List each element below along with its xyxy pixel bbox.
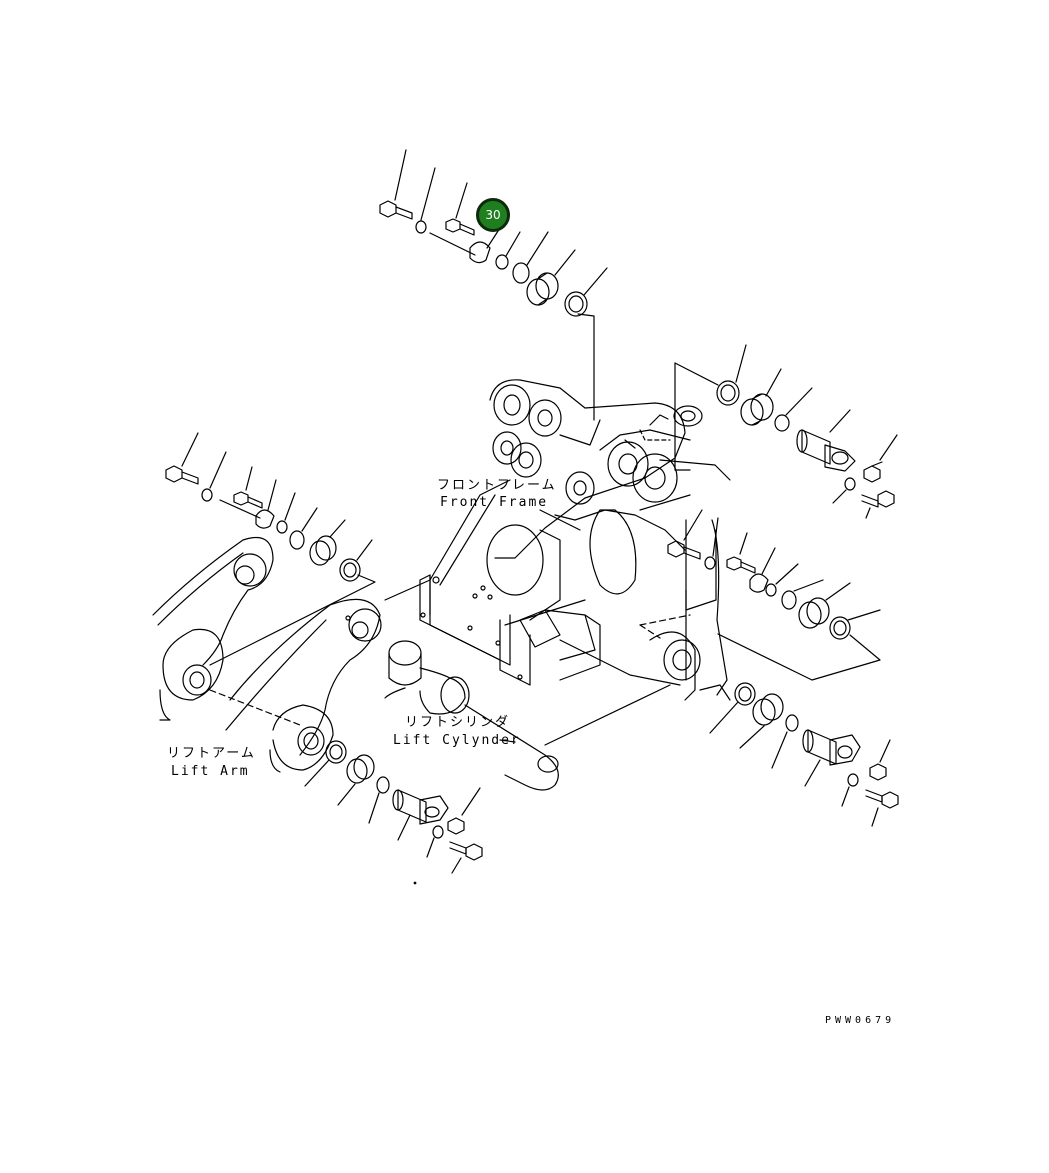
bolt-icon	[449, 841, 483, 861]
o-ring-icon	[276, 520, 288, 534]
bushing-icon	[798, 597, 830, 629]
washer-icon	[847, 773, 859, 787]
bolt-icon	[863, 461, 883, 483]
o-ring-icon	[781, 590, 797, 610]
seal-icon	[325, 740, 347, 764]
o-ring-icon	[765, 583, 777, 597]
left-lower-pin-assembly	[304, 740, 483, 885]
seal-icon	[716, 380, 740, 406]
front-frame-label: Front Frame	[440, 495, 549, 510]
washer-icon	[201, 488, 213, 502]
pin-icon	[392, 789, 449, 825]
upper-pin-assembly	[379, 149, 608, 421]
washer-icon	[415, 220, 427, 234]
lift-cylinder-label: Lift Cylynder	[393, 733, 521, 748]
bushing-icon	[740, 393, 774, 426]
drawing-code: PWW0679	[825, 1015, 896, 1026]
lift-cylinder-leader	[499, 739, 516, 743]
bolt-icon	[445, 218, 475, 236]
seal-icon	[734, 682, 756, 706]
o-ring-icon	[785, 714, 799, 732]
right-upper-pin-assembly	[674, 344, 898, 519]
seal-icon	[564, 291, 588, 317]
washer-icon	[704, 556, 716, 570]
lift-arm	[152, 536, 431, 773]
bolt-icon	[861, 490, 895, 508]
seal-icon	[829, 616, 851, 640]
lift-arm-label: Lift Arm	[171, 764, 250, 779]
o-ring-icon	[495, 254, 509, 270]
bolt-icon	[379, 200, 413, 220]
reference-callout-30[interactable]: 30	[476, 198, 510, 232]
bolt-icon	[667, 540, 701, 560]
front-frame	[419, 362, 731, 701]
bolt-icon	[869, 763, 887, 781]
bushing-icon	[346, 754, 375, 784]
pin-icon	[802, 729, 861, 766]
right-lower-pin-assembly	[709, 682, 899, 827]
lift-cylinder	[384, 640, 671, 791]
lift-arm-label-jp: リフトアーム	[167, 746, 256, 761]
front-frame-leader	[539, 509, 581, 531]
bushing-icon	[309, 535, 337, 566]
seal-icon	[339, 558, 361, 582]
right-middle-pin-assembly	[639, 509, 881, 681]
o-ring-icon	[512, 262, 530, 284]
washer-icon	[844, 477, 856, 491]
bolt-icon	[447, 817, 465, 835]
pin-icon	[796, 429, 856, 472]
front-frame-label-jp: フロントフレーム	[437, 478, 557, 493]
washer-icon	[432, 825, 444, 839]
bushing-icon	[752, 693, 784, 726]
bolt-icon	[726, 556, 756, 574]
o-ring-icon	[774, 414, 790, 432]
left-pin-assembly	[165, 432, 376, 666]
bolt-icon	[165, 465, 199, 485]
o-ring-icon	[289, 530, 305, 550]
lift-cylinder-label-jp: リフトシリンダ	[405, 715, 511, 730]
bolt-icon	[233, 491, 263, 509]
bolt-icon	[865, 789, 899, 809]
o-ring-icon	[376, 776, 390, 794]
bushing-icon	[526, 272, 559, 306]
